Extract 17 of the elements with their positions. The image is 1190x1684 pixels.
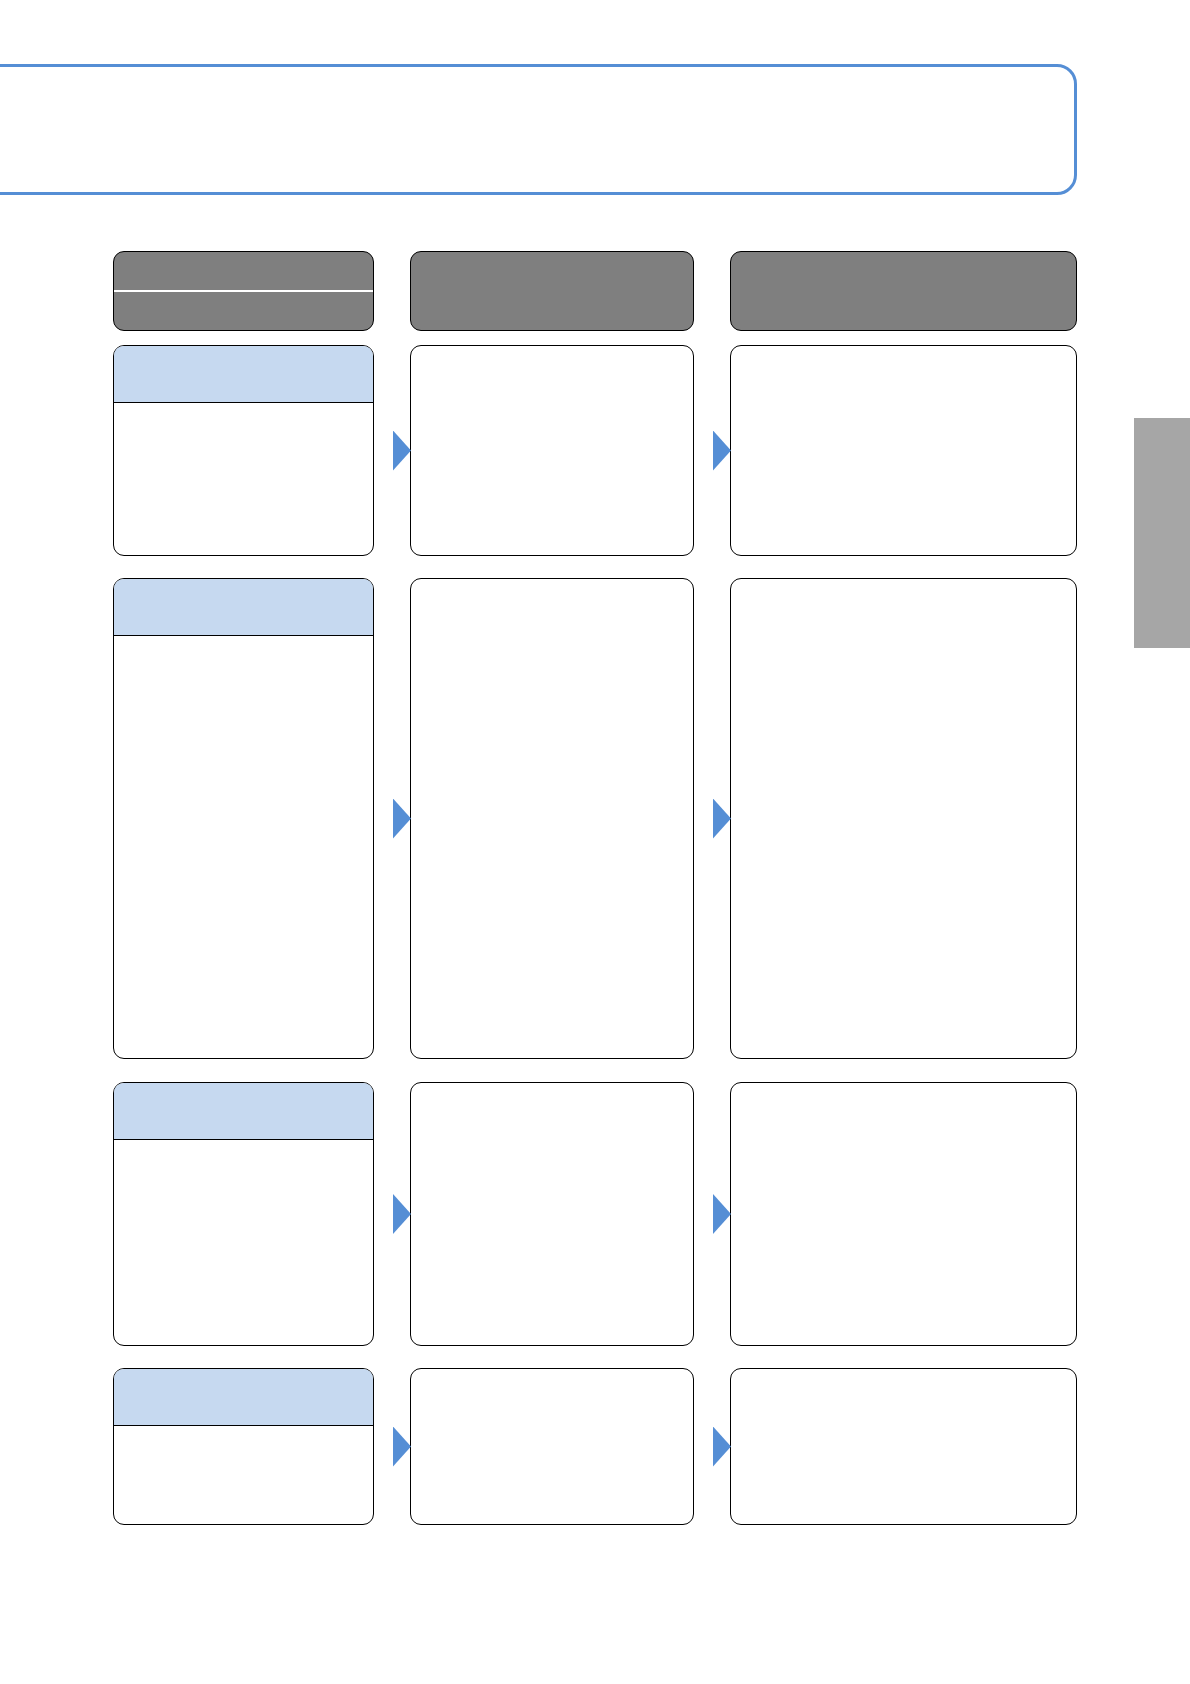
card-panel (113, 578, 374, 1059)
content-panel (410, 1082, 694, 1346)
content-panel (410, 345, 694, 556)
content-panel (410, 578, 694, 1059)
content-panel (730, 345, 1077, 556)
card-panel (113, 345, 374, 556)
content-panel (730, 1368, 1077, 1525)
side-tab (1134, 418, 1190, 648)
content-panel (730, 1082, 1077, 1346)
header-panel (730, 251, 1077, 331)
title-banner (0, 64, 1077, 195)
card-panel (113, 1082, 374, 1346)
header-panel (113, 251, 374, 331)
header-panel (410, 251, 694, 331)
content-panel (730, 578, 1077, 1059)
card-panel (113, 1368, 374, 1525)
content-panel (410, 1368, 694, 1525)
